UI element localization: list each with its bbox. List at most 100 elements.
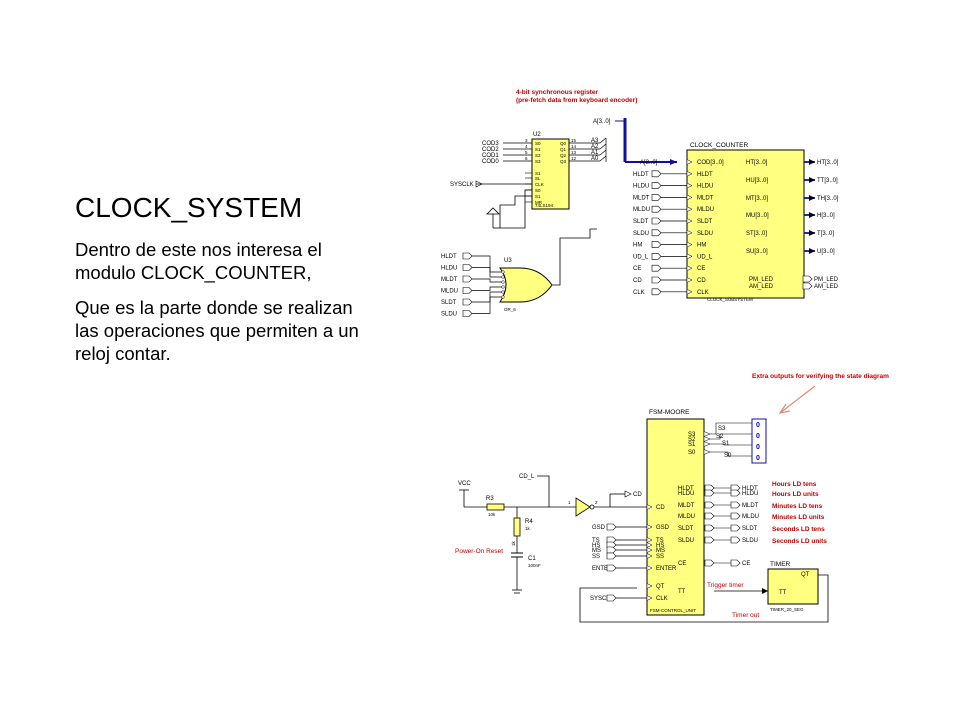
- state-zero-digit: 0: [756, 422, 760, 429]
- fsm-right-label: HLDT: [742, 486, 758, 492]
- cc-left-label: CLK: [633, 290, 645, 296]
- cd-l-wire: [537, 475, 550, 507]
- fsm-left-label: SYSCLK: [590, 596, 614, 602]
- u2-output-label: A0: [591, 156, 599, 162]
- cc-left-pin: UD_L: [697, 254, 713, 260]
- fsm-right-out-port-icon: [730, 559, 741, 567]
- u3-or-gate: [499, 267, 553, 303]
- cd-label: CD: [633, 492, 642, 498]
- cc-left-pin: MLDT: [697, 195, 714, 201]
- cc-right-label: H[3..0]: [817, 213, 835, 219]
- fsm-state-wire: [710, 433, 752, 440]
- u2-output-label: A3: [591, 138, 599, 144]
- fsm-right-out-port-icon: [730, 512, 741, 520]
- cc-left-pin: MLDU: [697, 207, 714, 213]
- fsm-chip: [646, 418, 705, 616]
- u3-input-port-icon: [462, 252, 473, 260]
- timer-title: TIMER: [770, 561, 791, 568]
- fsm-right-port-icon: [704, 501, 715, 509]
- fsm-right-label: HLDU: [742, 491, 758, 497]
- fsm-state-wire: [710, 422, 752, 435]
- u3-input-port-icon: [462, 275, 473, 283]
- cc-left-label: HLDT: [633, 172, 649, 178]
- fsm-right-pin: MLDU: [678, 514, 695, 520]
- u2-control-pin: SL: [535, 176, 541, 181]
- u2-control-pin: S1: [535, 171, 541, 176]
- cc-right-label: TH[3..0]: [817, 196, 839, 202]
- cc-left-pin-marker-icon: [686, 182, 693, 189]
- cc-left-port-icon: [651, 217, 662, 225]
- u2-input-pin: S2: [535, 153, 541, 158]
- u2-input-label: COD1: [482, 153, 499, 159]
- cc-right-arrow-icon: [809, 248, 815, 254]
- u3-input-wire: [472, 278, 502, 283]
- slide-paragraph-1: Dentro de este nos interesa el modulo CL…: [75, 239, 322, 283]
- u3-input-port-icon: [462, 298, 473, 306]
- u3-input-wire: [472, 255, 502, 273]
- cc-left-port-icon: [651, 241, 662, 248]
- fsm-state-label: S0: [724, 453, 732, 459]
- timer-footer: TIMER_20_SEG: [770, 607, 804, 612]
- fsm-output-description: Hours LD tens: [772, 481, 817, 488]
- power-on-reset-label: Power-On Reset: [455, 548, 503, 555]
- clock-counter-chip: [686, 149, 805, 299]
- state-zero-digit: 0: [756, 455, 760, 462]
- cc-right-arrow-icon: [809, 177, 815, 183]
- cc-right-pin: HT[3..0]: [746, 160, 768, 166]
- u2-control-wire: [499, 189, 532, 229]
- sysclk-label: SYSCLK: [450, 182, 474, 188]
- c1-value: 100nF: [528, 563, 541, 568]
- cc-left-label: A[3..0]: [640, 160, 658, 166]
- state-zero-digit: 0: [756, 444, 760, 451]
- cd-port-icon: [624, 490, 632, 498]
- note-arrow-line: [779, 385, 816, 414]
- cc-left-pin-marker-icon: [686, 159, 693, 165]
- state-zero-digit: 0: [756, 433, 760, 440]
- cc-left-pin-marker-icon: [686, 218, 693, 224]
- u2-input-pin: S1: [535, 147, 541, 152]
- fsm-left-port-icon: [606, 594, 617, 602]
- cc-left-pin: HLDU: [697, 184, 713, 190]
- cc-left-pin: COD[3..0]: [697, 160, 724, 166]
- fsm-output-description: Seconds LD tens: [772, 526, 825, 533]
- u2-control-pin: S0: [535, 188, 541, 193]
- u2-control-pin: S1: [535, 194, 541, 199]
- r4-value: 1k: [525, 526, 531, 531]
- u2-input-pin: S0: [535, 141, 541, 146]
- fsm-right-pin: TT: [678, 589, 686, 595]
- fsm-left-pin: CD: [656, 505, 665, 511]
- inverter-bubble-icon: [589, 504, 595, 510]
- cc-left-pin-marker-icon: [686, 277, 693, 283]
- u2-pin-number: 3: [525, 138, 528, 143]
- inverter-gate: [575, 497, 591, 517]
- u3-input-wire: [472, 267, 502, 278]
- u3-input-bubble-icon: [501, 270, 505, 274]
- cc-right-pin: HU[3..0]: [746, 178, 768, 184]
- u3-input-port-icon: [462, 287, 473, 294]
- timer-feedback-wire: [579, 574, 829, 623]
- cc-left-pin: CD: [697, 278, 706, 284]
- fsm-output-description: Minutes LD units: [772, 514, 825, 521]
- state-display: [751, 418, 767, 464]
- timer-out-label: Timer out: [732, 612, 759, 619]
- u3-input-bubble-icon: [501, 285, 505, 289]
- u3-input-wire: [472, 296, 502, 314]
- u3-input-label: HLDU: [441, 266, 457, 272]
- fsm-state-pin: S3: [688, 432, 696, 438]
- fsm-left-label: GSD: [592, 525, 606, 531]
- u2-input-label: COD0: [482, 159, 499, 165]
- vcc-label: VCC: [458, 481, 471, 487]
- fsm-left-pin: CLK: [656, 596, 668, 602]
- cc-left-pin-marker-icon: [686, 288, 693, 295]
- fsm-right-label: MLDU: [742, 514, 759, 520]
- cc-left-pin: SLDT: [697, 219, 713, 225]
- cc-left-port-icon: [651, 229, 662, 237]
- cc-right-label: T[3..0]: [817, 231, 834, 237]
- cc-left-port-icon: [651, 276, 662, 284]
- u3-input-port-icon: [462, 264, 473, 271]
- cc-right-label: PM_LED: [814, 277, 839, 283]
